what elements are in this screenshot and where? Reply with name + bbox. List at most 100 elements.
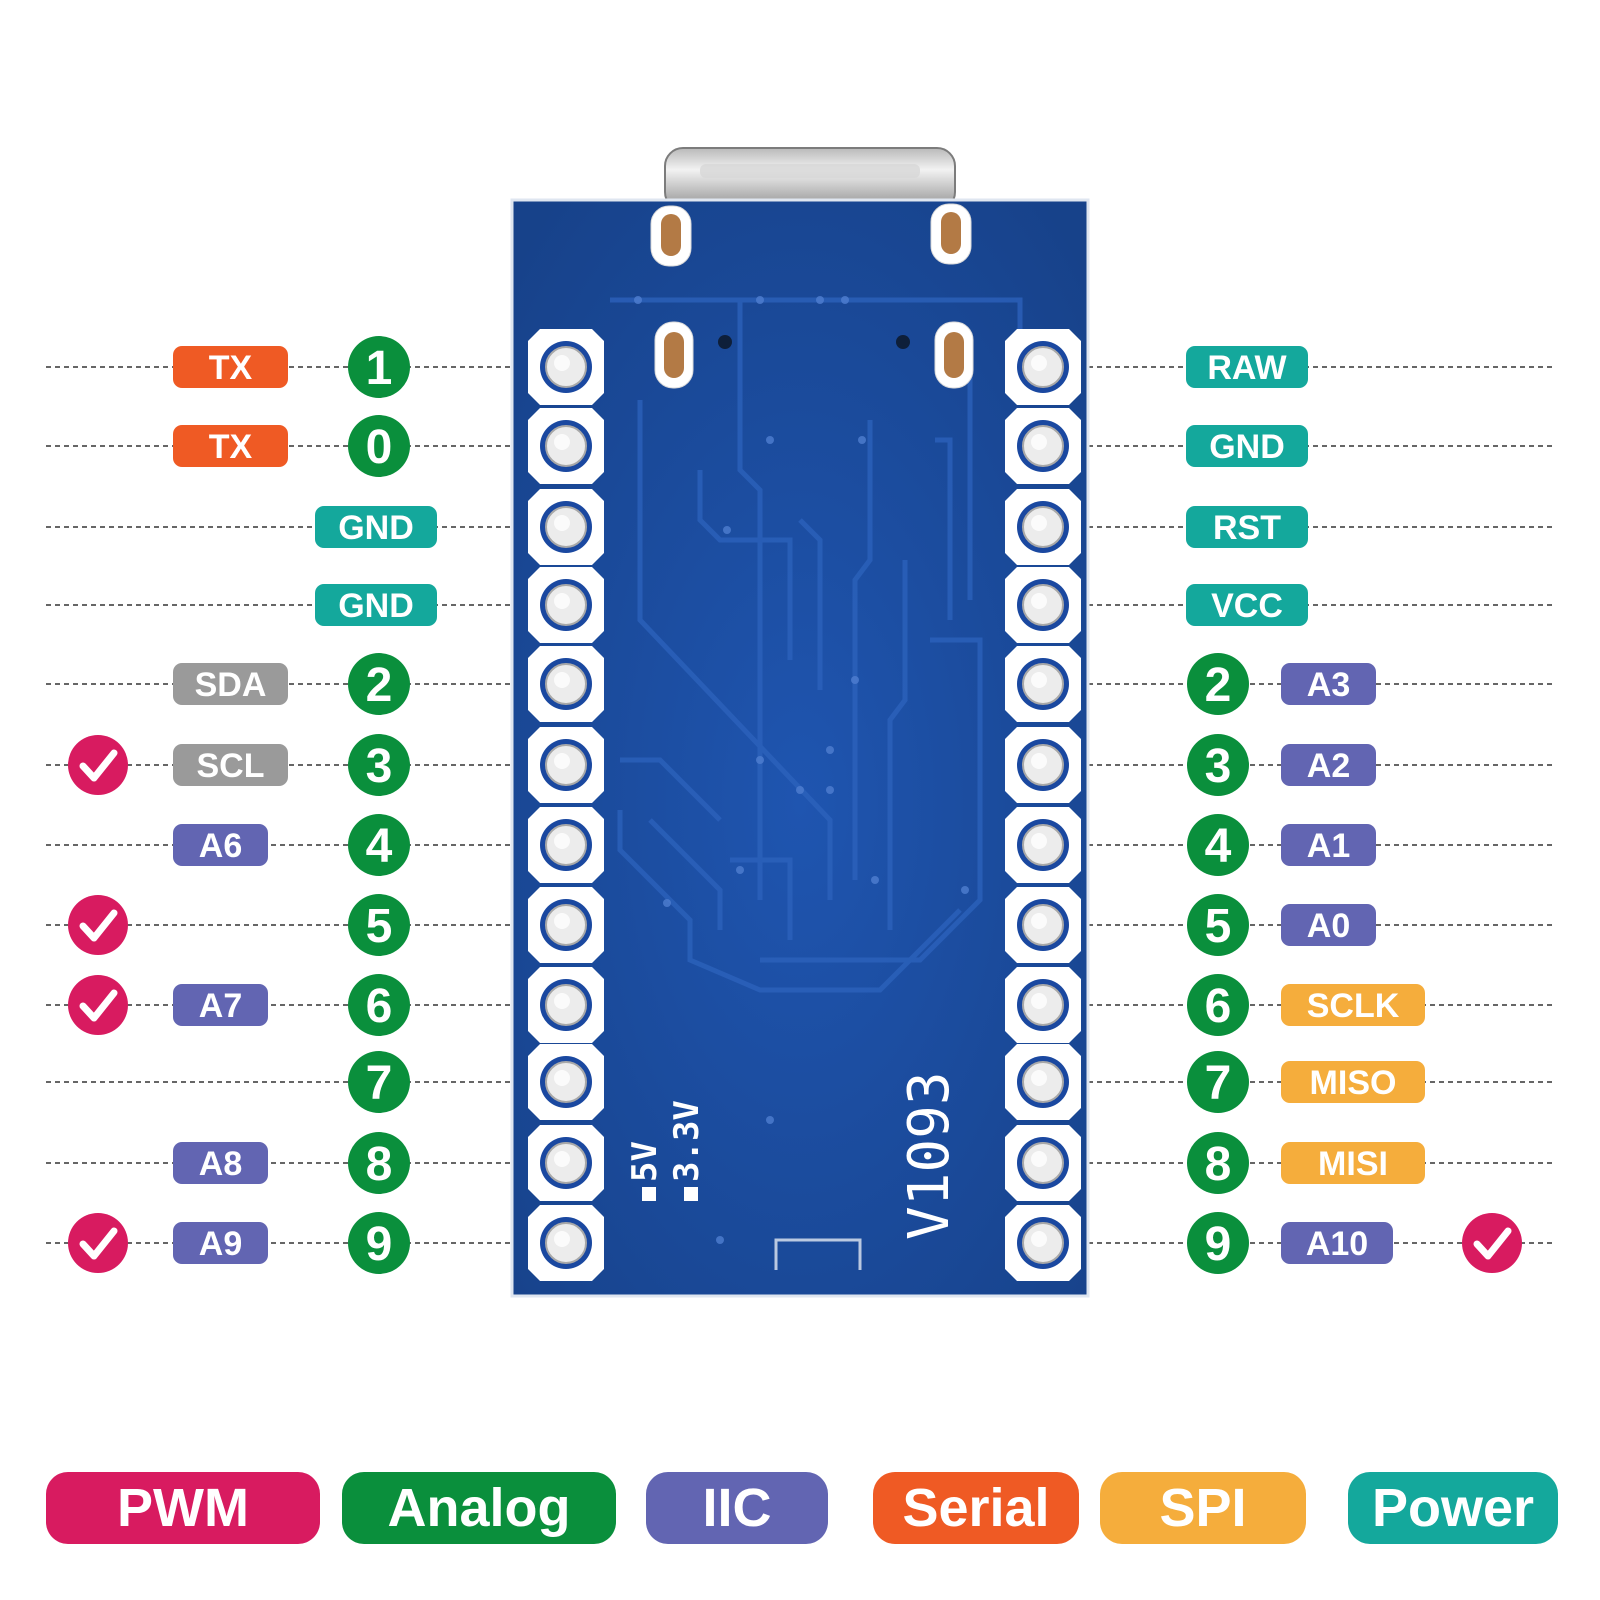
- svg-text:GND: GND: [338, 509, 414, 547]
- legend-item-spi: SPI: [1100, 1472, 1306, 1544]
- svg-text:8: 8: [1205, 1138, 1232, 1191]
- pin-label-iic: A0: [1281, 904, 1376, 946]
- pin-number-badge: 2: [348, 653, 410, 715]
- svg-text:RAW: RAW: [1207, 349, 1287, 387]
- svg-text:SDA: SDA: [195, 666, 267, 704]
- pin-label-iic: A3: [1281, 663, 1376, 705]
- svg-text:A0: A0: [1307, 907, 1350, 945]
- pin-number-badge: 6: [1187, 974, 1249, 1036]
- pin-label-power: VCC: [1186, 584, 1308, 626]
- svg-text:2: 2: [366, 659, 393, 712]
- silk-5v: 5V: [625, 1141, 665, 1182]
- svg-text:A6: A6: [199, 827, 242, 865]
- legend-item-analog: Analog: [342, 1472, 616, 1544]
- pin-label-gray: SCL: [173, 744, 288, 786]
- vias: [718, 335, 910, 349]
- pin-label-iic: A10: [1281, 1222, 1393, 1264]
- legend-item-iic: IIC: [646, 1472, 828, 1544]
- pin-label-serial: TX: [173, 346, 288, 388]
- svg-text:MISO: MISO: [1310, 1064, 1397, 1102]
- pin-labels: 1TX0TXGNDGND2SDA3SCL4A656A778A89A9RAWGND…: [68, 336, 1522, 1274]
- svg-text:GND: GND: [1209, 428, 1285, 466]
- pin-label-power: RAW: [1186, 346, 1308, 388]
- pin-number-badge: 2: [1187, 653, 1249, 715]
- pin-label-power: GND: [315, 584, 437, 626]
- pin-label-spi: SCLK: [1281, 984, 1425, 1026]
- pin-label-spi: MISI: [1281, 1142, 1425, 1184]
- pwm-check-icon: [68, 735, 128, 795]
- pin-number-badge: 1: [348, 336, 410, 398]
- svg-text:SCL: SCL: [197, 747, 265, 785]
- legend-item-serial: Serial: [873, 1472, 1079, 1544]
- pin-number-badge: 5: [348, 894, 410, 956]
- solder-pads: [650, 203, 974, 389]
- svg-text:A10: A10: [1306, 1225, 1368, 1263]
- pcb-board: 5V 3.3V V1093: [510, 198, 1090, 1298]
- pin-headers: [528, 329, 1081, 1281]
- pin-number-badge: 4: [1187, 814, 1249, 876]
- pin-label-power: GND: [315, 506, 437, 548]
- pin-label-iic: A2: [1281, 744, 1376, 786]
- pwm-check-icon: [1462, 1213, 1522, 1273]
- pwm-check-icon: [68, 1213, 128, 1273]
- pin-number-badge: 7: [1187, 1051, 1249, 1113]
- pin-number-badge: 4: [348, 814, 410, 876]
- pin-label-iic: A8: [173, 1142, 268, 1184]
- pin-number-badge: 0: [348, 415, 410, 477]
- pin-label-power: RST: [1186, 506, 1308, 548]
- svg-text:TX: TX: [209, 349, 253, 387]
- pin-number-badge: 8: [348, 1132, 410, 1194]
- pin-label-iic: A6: [173, 824, 268, 866]
- svg-text:3: 3: [366, 740, 393, 793]
- silk-3v3: 3.3V: [667, 1100, 707, 1182]
- pin-label-iic: A7: [173, 984, 268, 1026]
- pin-label-gray: SDA: [173, 663, 288, 705]
- svg-text:GND: GND: [338, 587, 414, 625]
- pin-number-badge: 8: [1187, 1132, 1249, 1194]
- pin-number-badge: 7: [348, 1051, 410, 1113]
- usb-c-connector: [664, 147, 956, 211]
- svg-text:A7: A7: [199, 987, 242, 1025]
- svg-text:1: 1: [366, 342, 393, 395]
- svg-text:A8: A8: [199, 1145, 242, 1183]
- legend-item-pwm: PWM: [46, 1472, 320, 1544]
- pin-label-iic: A9: [173, 1222, 268, 1264]
- svg-text:4: 4: [366, 820, 393, 873]
- pin-label-iic: A1: [1281, 824, 1376, 866]
- pin-number-badge: 5: [1187, 894, 1249, 956]
- svg-text:6: 6: [1205, 980, 1232, 1033]
- svg-text:A2: A2: [1307, 747, 1350, 785]
- legend-item-power: Power: [1348, 1472, 1558, 1544]
- svg-text:5: 5: [1205, 900, 1232, 953]
- svg-text:4: 4: [1205, 820, 1232, 873]
- svg-text:SCLK: SCLK: [1307, 987, 1400, 1025]
- pin-number-badge: 3: [1187, 734, 1249, 796]
- pcb-traces: [610, 297, 1023, 993]
- svg-text:MISI: MISI: [1318, 1145, 1388, 1183]
- svg-text:0: 0: [366, 421, 393, 474]
- silk-model: V1093: [897, 1071, 962, 1240]
- svg-text:2: 2: [1205, 659, 1232, 712]
- svg-text:A9: A9: [199, 1225, 242, 1263]
- pwm-check-icon: [68, 895, 128, 955]
- svg-text:8: 8: [366, 1138, 393, 1191]
- svg-text:RST: RST: [1213, 509, 1281, 547]
- svg-text:9: 9: [366, 1218, 393, 1271]
- svg-text:A1: A1: [1307, 827, 1350, 865]
- svg-text:6: 6: [366, 980, 393, 1033]
- svg-text:3: 3: [1205, 740, 1232, 793]
- pin-number-badge: 9: [1187, 1212, 1249, 1274]
- pin-label-serial: TX: [173, 425, 288, 467]
- silk-outline: [774, 1238, 862, 1270]
- pin-label-spi: MISO: [1281, 1061, 1425, 1103]
- pin-number-badge: 6: [348, 974, 410, 1036]
- pin-number-badge: 3: [348, 734, 410, 796]
- svg-text:7: 7: [1205, 1057, 1232, 1110]
- pin-label-power: GND: [1186, 425, 1308, 467]
- svg-text:7: 7: [366, 1057, 393, 1110]
- svg-text:9: 9: [1205, 1218, 1232, 1271]
- pin-number-badge: 9: [348, 1212, 410, 1274]
- svg-text:TX: TX: [209, 428, 253, 466]
- svg-text:VCC: VCC: [1211, 587, 1283, 625]
